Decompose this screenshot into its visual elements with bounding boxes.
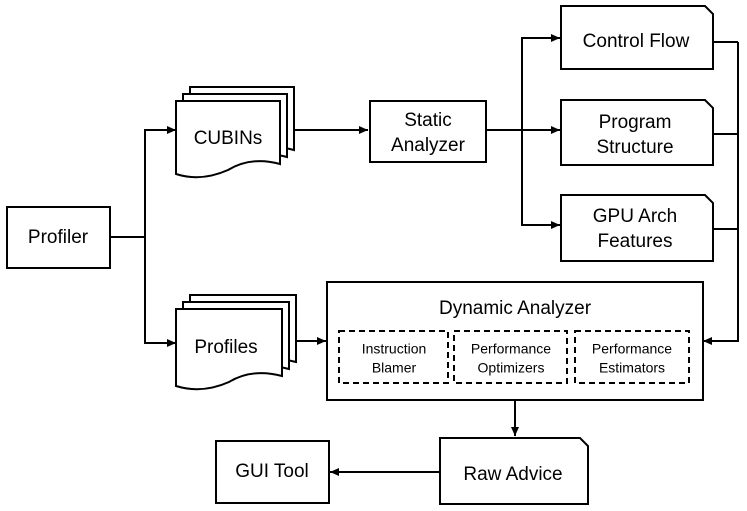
static-analyzer-label-line1: Static: [404, 110, 452, 131]
static-analyzer-node: Static Analyzer: [369, 100, 487, 163]
program-structure-label-line1: Program: [599, 112, 672, 133]
performance-estimators-label-line1: Performance: [592, 341, 672, 357]
performance-optimizers-label-line1: Performance: [471, 341, 551, 357]
instruction-blamer-box: [338, 330, 449, 384]
dynamic-analyzer-node: Dynamic Analyzer Instruction Blamer Perf…: [326, 281, 704, 401]
instruction-blamer-label-line1: Instruction: [362, 341, 427, 357]
gpu-arch-features-label-line2: Features: [598, 231, 673, 252]
control-flow-node: Control Flow: [560, 5, 714, 70]
edge-merge-to-dynamic-analyzer: [703, 42, 739, 345]
profiles-label: Profiles: [194, 337, 257, 358]
edge-to-gpu-arch-features: [521, 130, 560, 229]
performance-estimators-box: [574, 330, 690, 384]
edge-profiler-to-cubins: [144, 126, 176, 237]
edge-to-control-flow: [521, 34, 560, 130]
profiles-node: Profiles: [175, 294, 297, 391]
instruction-blamer-label-line2: Blamer: [372, 360, 417, 376]
edges: [110, 34, 739, 476]
performance-estimators-label-line2: Estimators: [599, 360, 665, 376]
raw-advice-node: Raw Advice: [439, 437, 589, 505]
performance-optimizers-label-line2: Optimizers: [478, 360, 545, 376]
edge-profiler-to-profiles: [144, 237, 176, 347]
gpu-arch-features-label-line1: GPU Arch: [593, 206, 677, 227]
control-flow-label: Control Flow: [583, 31, 690, 52]
program-structure-node: Program Structure: [560, 99, 714, 166]
dynamic-analyzer-title: Dynamic Analyzer: [439, 298, 592, 319]
gui-tool-node: GUI Tool: [215, 440, 330, 504]
raw-advice-label: Raw Advice: [463, 464, 562, 485]
performance-optimizers-box: [453, 330, 568, 384]
cubins-label: CUBINs: [194, 128, 263, 149]
program-structure-label-line2: Structure: [596, 137, 673, 158]
cubins-node: CUBINs: [175, 86, 295, 179]
profiler-node: Profiler: [6, 206, 111, 269]
static-analyzer-label-line2: Analyzer: [391, 135, 466, 156]
gpu-arch-features-node: GPU Arch Features: [560, 194, 714, 262]
profiler-label: Profiler: [28, 227, 89, 248]
gui-tool-label: GUI Tool: [235, 461, 309, 482]
